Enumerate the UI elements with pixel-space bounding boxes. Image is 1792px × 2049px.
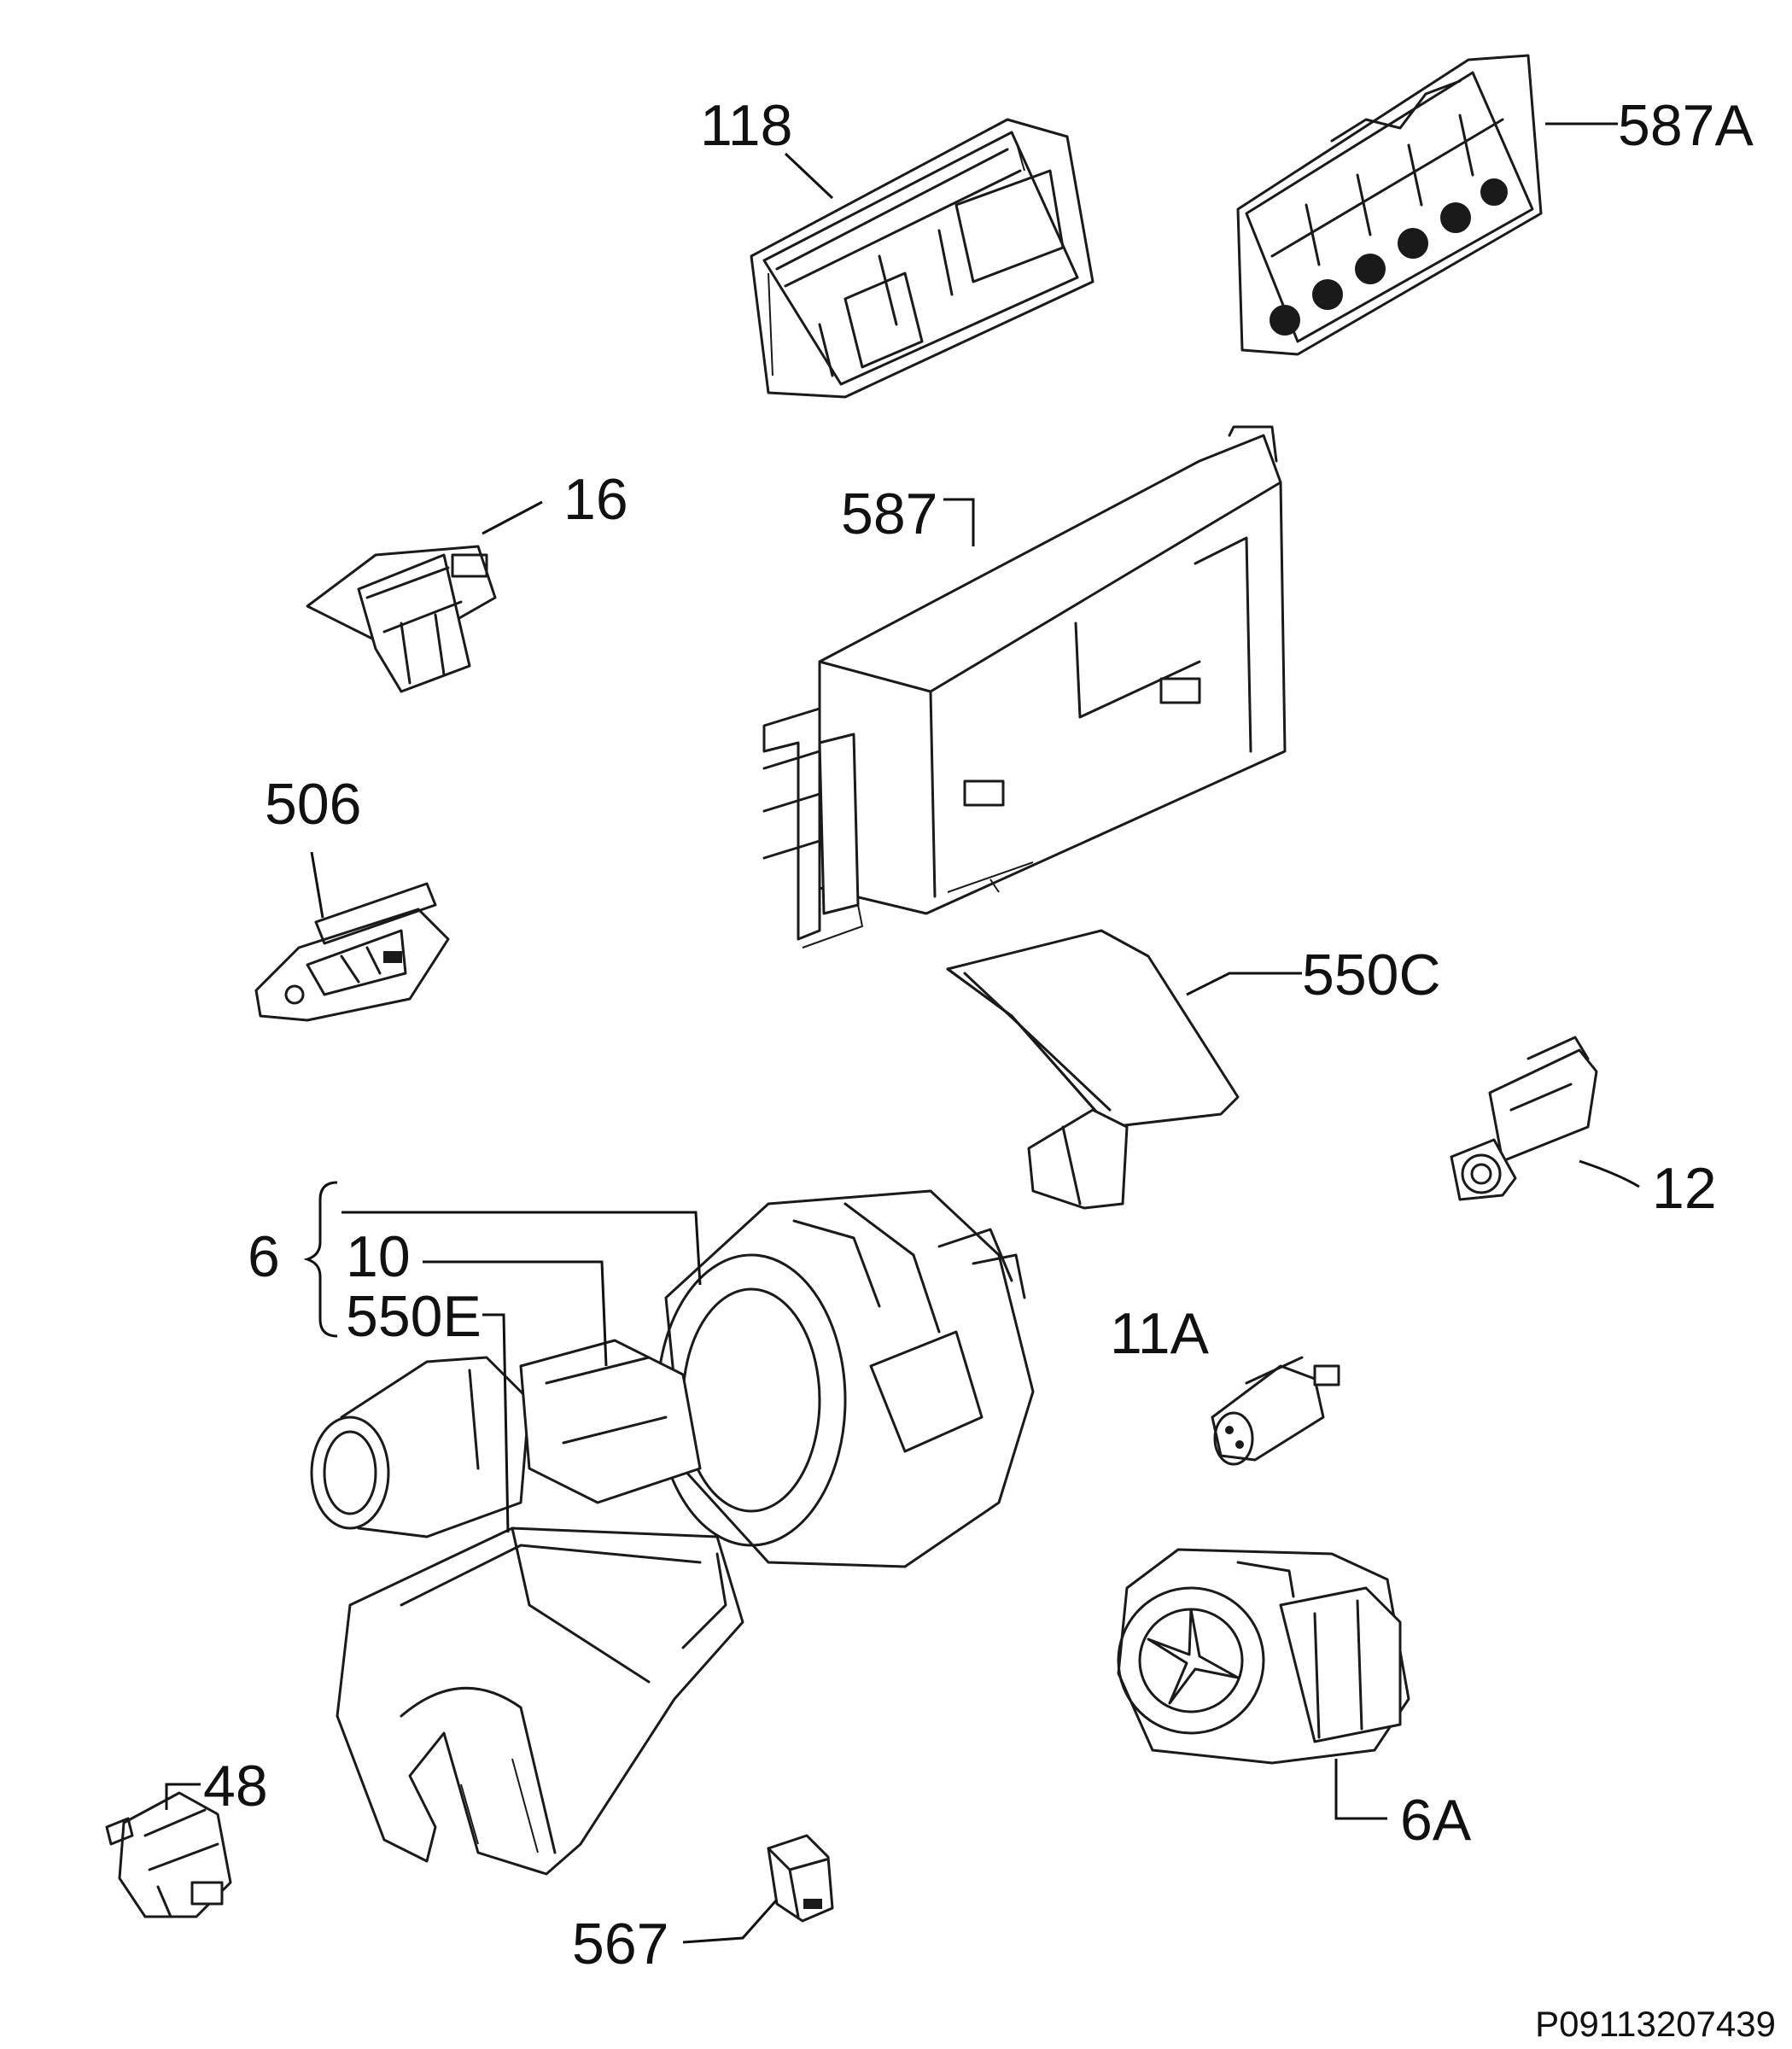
drawing-code: P09113207439 <box>1535 2004 1776 2044</box>
label-506: 506 <box>265 772 361 837</box>
label-567: 567 <box>572 1912 668 1976</box>
label-6: 6 <box>248 1224 280 1289</box>
label-6A: 6A <box>1400 1788 1472 1853</box>
leader-6A <box>1334 1759 1387 1820</box>
label-550E: 550E <box>346 1284 482 1349</box>
part-506-lever <box>254 882 450 1022</box>
leader-587 <box>943 498 975 546</box>
label-10: 10 <box>346 1224 411 1289</box>
leader-118 <box>784 152 834 200</box>
part-16-door-lock <box>306 545 497 693</box>
part-118-control-panel <box>750 118 1094 399</box>
label-550C: 550C <box>1302 943 1441 1007</box>
label-11A: 11A <box>1110 1301 1210 1366</box>
label-16: 16 <box>563 467 628 532</box>
part-587-electronic-module <box>762 425 1287 949</box>
leader-48 <box>165 1783 201 1810</box>
label-587A: 587A <box>1618 93 1754 158</box>
part-11A-thermistor <box>1211 1356 1340 1466</box>
label-48: 48 <box>203 1754 268 1818</box>
part-587A-control-module <box>1236 54 1543 356</box>
leader-6 <box>341 1211 702 1286</box>
part-48-pressure-switch <box>105 1791 232 1918</box>
brace-6 <box>303 1181 338 1338</box>
part-6A-drain-pump <box>1117 1548 1410 1765</box>
label-12: 12 <box>1652 1156 1717 1221</box>
leader-10 <box>423 1260 608 1367</box>
leader-550E <box>482 1313 510 1533</box>
leader-550C <box>1186 972 1302 996</box>
label-118: 118 <box>700 93 792 158</box>
part-12-sensor <box>1450 1036 1598 1201</box>
leader-12 <box>1579 1159 1640 1188</box>
leader-16 <box>482 500 543 535</box>
part-550C-cover <box>946 929 1240 1210</box>
part-567-clip <box>767 1834 834 1923</box>
label-587: 587 <box>841 482 937 546</box>
leader-506 <box>310 851 324 919</box>
part-6-heat-pump-assembly <box>310 1189 1035 1876</box>
leader-567 <box>682 1899 779 1944</box>
